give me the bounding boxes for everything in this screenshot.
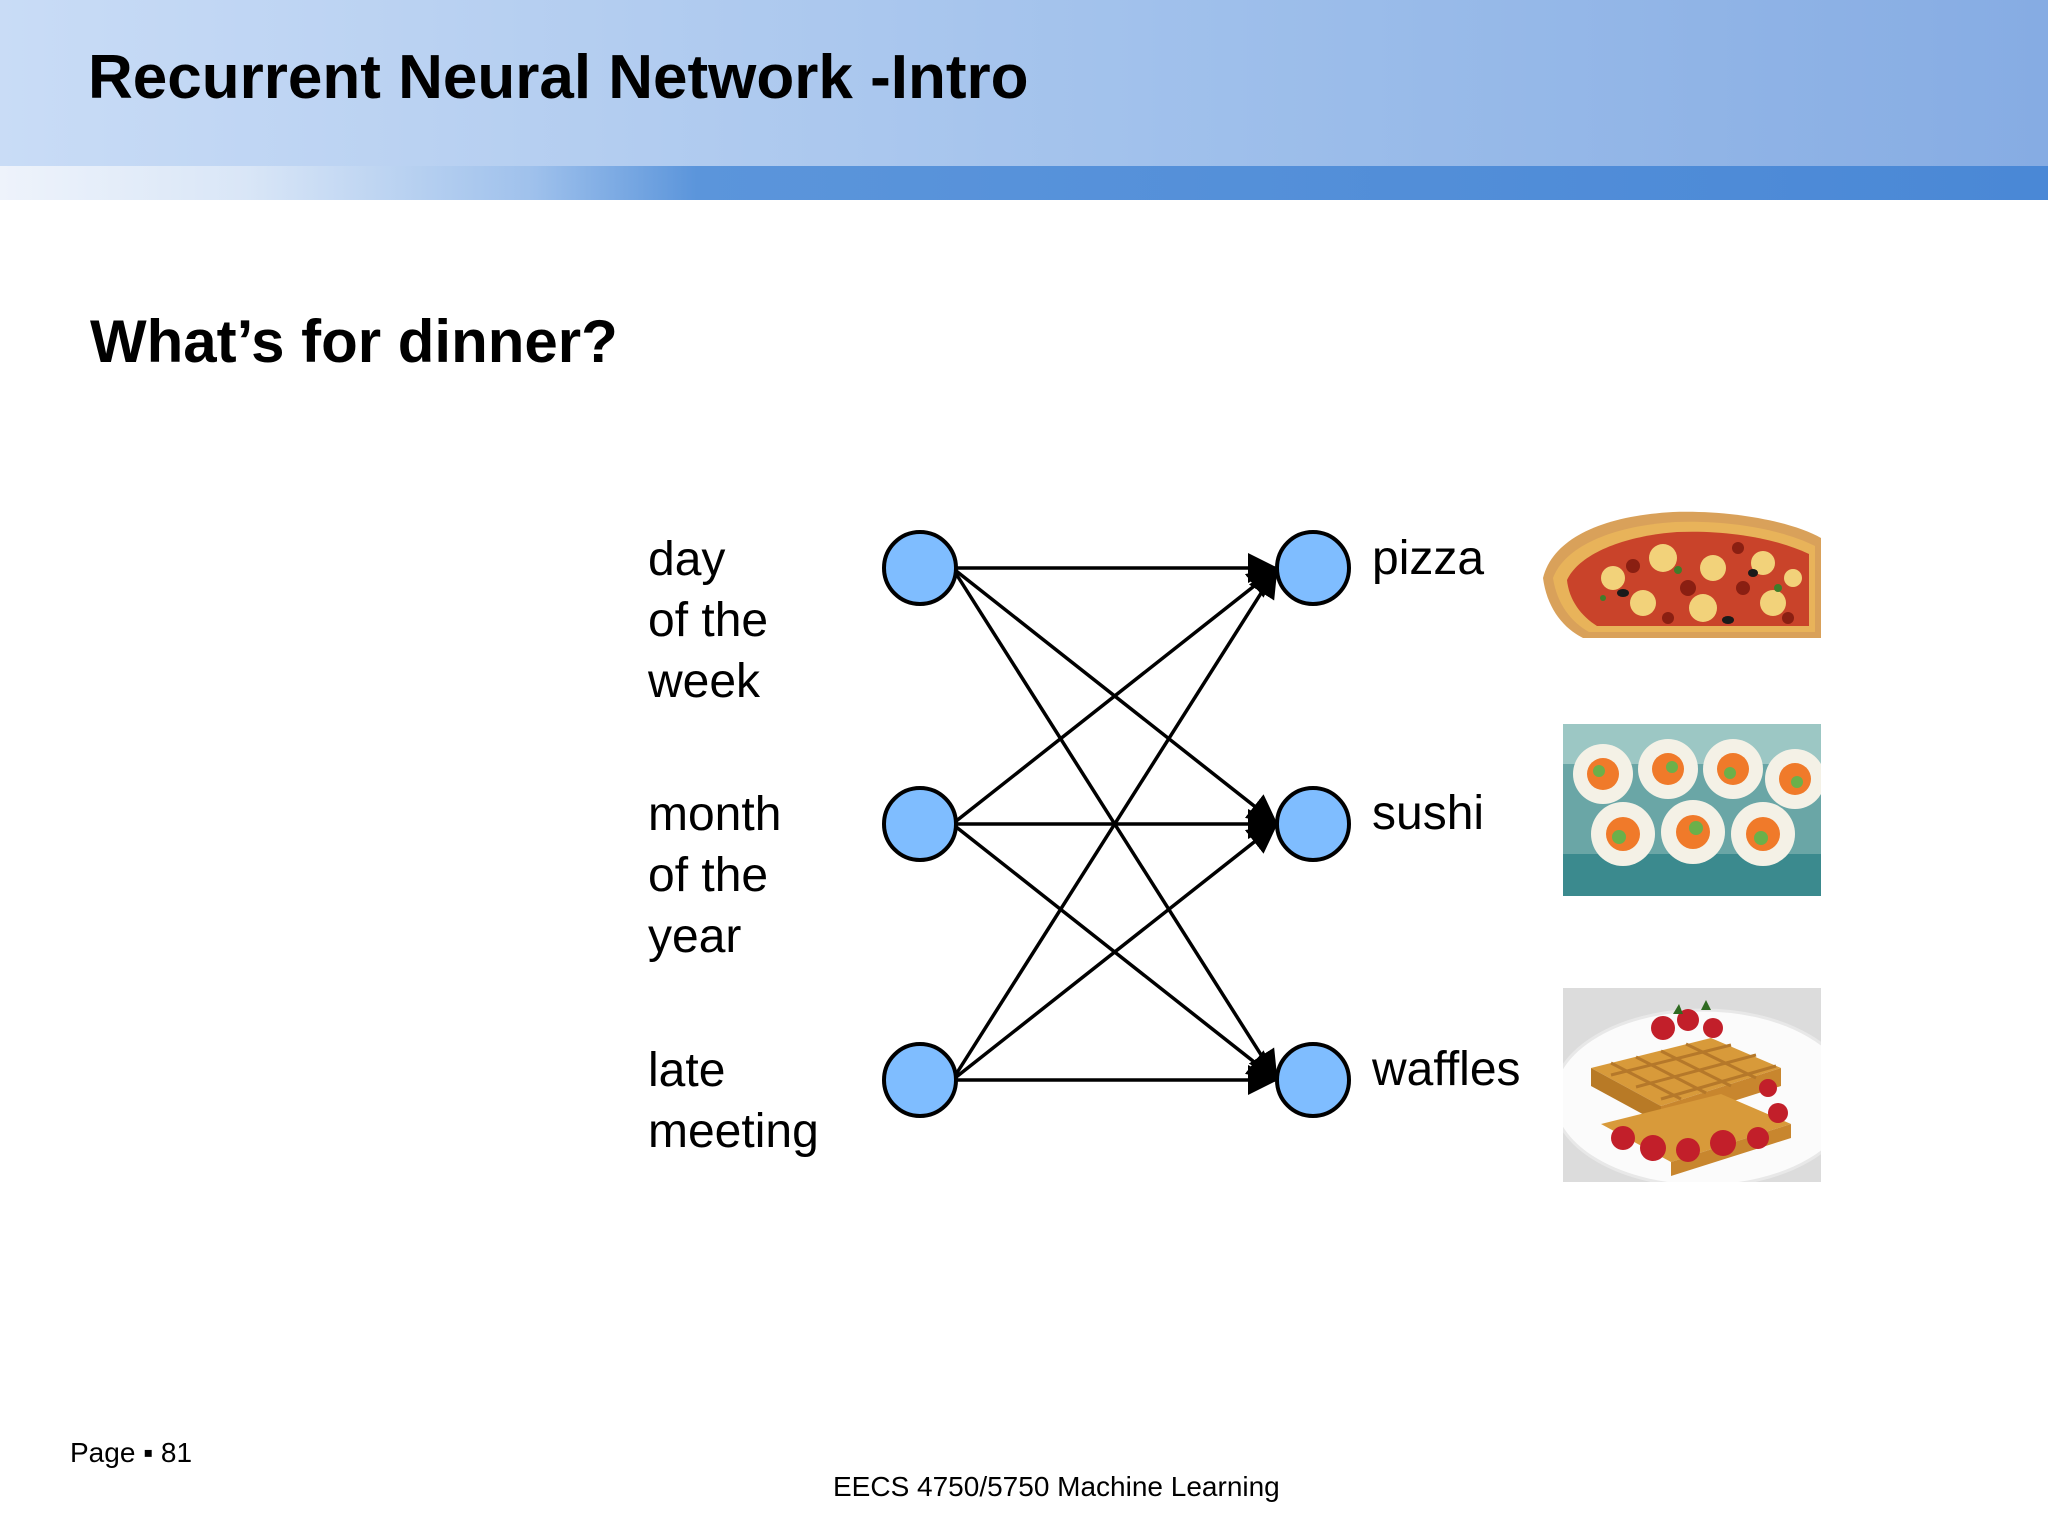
bullet-square-icon: ▪ (143, 1437, 154, 1468)
edge-input-1-to-output-0 (951, 567, 1278, 826)
output-node-2 (1275, 1042, 1351, 1118)
output-node-0 (1275, 530, 1351, 606)
waffles-photo-icon (1563, 988, 1821, 1182)
output-label-waffles: waffles (1372, 1043, 1521, 1096)
network-nodes (882, 530, 1351, 1118)
page-number: Page ▪ 81 (70, 1437, 193, 1468)
slide-title: Recurrent Neural Network -Intro (88, 43, 1029, 112)
input-node-1 (882, 786, 958, 862)
edge-input-2-to-output-1 (951, 823, 1278, 1082)
header-stripe (0, 166, 2048, 200)
input-label-month-of-year: month of the year (648, 788, 782, 963)
output-label-pizza: pizza (1372, 532, 1485, 585)
output-label-sushi: sushi (1372, 787, 1485, 840)
slide-subtitle: What’s for dinner? (90, 308, 618, 375)
input-label-late-meeting: late meeting (648, 1044, 819, 1158)
input-label-day-of-week: day of the week (648, 533, 769, 708)
footer-course: EECS 4750/5750 Machine Learning (833, 1471, 1280, 1502)
connection-edges (950, 553, 1278, 1095)
input-node-0 (882, 530, 958, 606)
header-band (0, 0, 2048, 166)
edge-input-2-to-output-0 (950, 567, 1278, 1081)
pizza-photo-icon (1543, 511, 1821, 638)
output-node-1 (1275, 786, 1351, 862)
input-node-2 (882, 1042, 958, 1118)
sushi-photo-icon (1563, 724, 1821, 896)
